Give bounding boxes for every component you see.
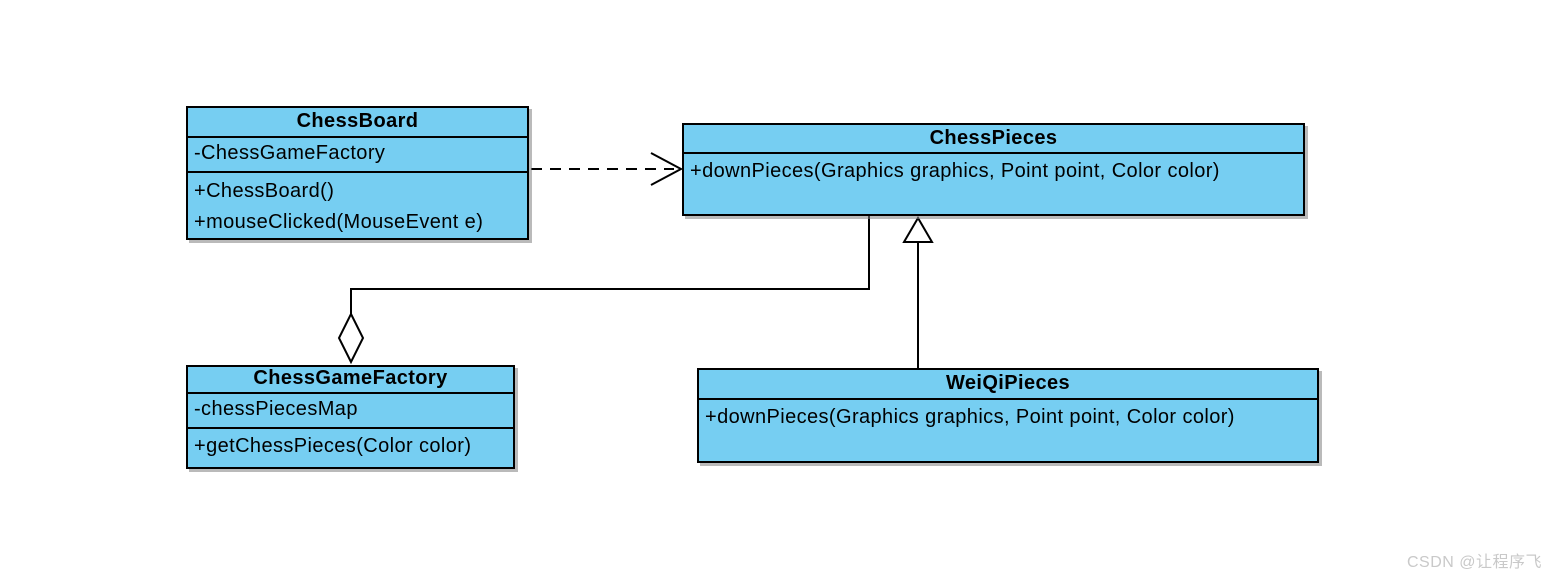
methods-compartment: +getChessPieces(Color color): [188, 427, 513, 467]
class-box-chessboard: ChessBoard -ChessGameFactory +ChessBoard…: [186, 106, 529, 240]
class-method: +downPieces(Graphics graphics, Point poi…: [705, 406, 1235, 428]
class-box-chessgamefactory: ChessGameFactory -chessPiecesMap +getChe…: [186, 365, 515, 469]
class-box-chesspieces: ChessPieces +downPieces(Graphics graphic…: [682, 123, 1305, 216]
class-method: +mouseClicked(MouseEvent e): [194, 211, 484, 233]
class-method: +getChessPieces(Color color): [194, 435, 472, 457]
attributes-compartment: -ChessGameFactory: [188, 136, 527, 171]
aggregation-connector-chessgamefactory-to-chesspieces: [337, 216, 870, 365]
class-title: ChessBoard: [296, 110, 419, 132]
inheritance-connector-weiqipieces-to-chesspieces: [902, 216, 934, 368]
attributes-compartment: -chessPiecesMap: [188, 392, 513, 427]
class-title: WeiQiPieces: [945, 372, 1071, 394]
aggregation-diamond: [337, 311, 365, 365]
class-attribute: -ChessGameFactory: [194, 142, 386, 164]
class-title: ChessPieces: [929, 127, 1058, 149]
class-method: +downPieces(Graphics graphics, Point poi…: [690, 160, 1220, 182]
watermark: CSDN @让程序飞: [1406, 554, 1542, 571]
methods-compartment: +downPieces(Graphics graphics, Point poi…: [699, 398, 1317, 461]
class-box-weiqipieces: WeiQiPieces +downPieces(Graphics graphic…: [697, 368, 1319, 463]
class-attribute: -chessPiecesMap: [194, 398, 358, 420]
methods-compartment: +ChessBoard() +mouseClicked(MouseEvent e…: [188, 171, 527, 238]
class-method: +ChessBoard(): [194, 180, 335, 202]
inheritance-triangle: [902, 216, 934, 243]
methods-compartment: +downPieces(Graphics graphics, Point poi…: [684, 152, 1303, 214]
class-title: ChessGameFactory: [253, 367, 448, 389]
dependency-arrow-chessboard-to-chesspieces: [531, 152, 684, 186]
